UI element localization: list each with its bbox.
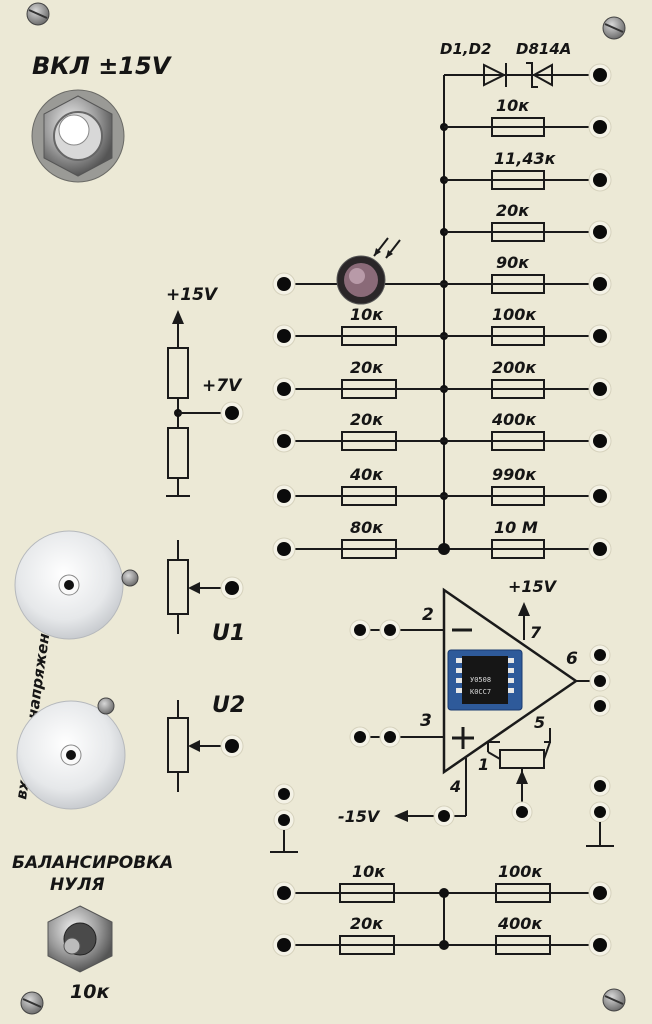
right-resistor-label: 20к (496, 201, 530, 220)
right-resistor-label: 10 М (494, 518, 538, 537)
op-amp-chip: У0508 К0СС7 (447, 649, 523, 711)
left-resistor-label: 80к (350, 518, 384, 537)
vplus-label: +15V (508, 577, 558, 596)
pot-label-u1: U1 (212, 621, 245, 646)
right-row-6: 200к (284, 358, 612, 401)
diode-d1-d2 (480, 63, 510, 87)
bottom-resistor-network: 10к 100к 20к 400к (284, 862, 600, 955)
right-resistor-label: 90к (496, 253, 530, 272)
right-row-4: 90к (284, 253, 612, 296)
jack-diode[interactable] (588, 63, 612, 87)
balance-value: 10к (70, 981, 110, 1003)
potentiometer-u1: U1 (167, 540, 245, 646)
pin-minus: 2 (422, 605, 434, 625)
bottom-resistor-label: 20к (350, 914, 384, 933)
bottom-resistor-label: 100к (498, 862, 543, 881)
power-label: ВКЛ ±15V (32, 52, 173, 80)
vminus-label: -15V (338, 807, 381, 826)
power-toggle-switch[interactable] (31, 89, 125, 183)
right-row-3: 20к (440, 201, 612, 244)
chip-text-2: К0СС7 (470, 688, 491, 696)
balance-label-line2: НУЛЯ (50, 875, 105, 895)
pin-plus: 3 (420, 711, 432, 731)
pin-out: 6 (566, 649, 578, 669)
divider-top-label: +15V (166, 285, 219, 305)
bottom-resistor-label: 10к (352, 862, 386, 881)
pin-1: 1 (478, 755, 489, 774)
knob-input-1[interactable] (14, 530, 139, 640)
screw-top-left (26, 2, 50, 26)
op-amp: 2 3 6 +15V 7 4 -15V 1 5 (338, 577, 600, 826)
right-resistor-label: 100к (492, 305, 537, 324)
right-resistor-rows: 10к 11,43к 20к 90к 100к (284, 96, 612, 561)
pin-vminus: 4 (449, 777, 461, 796)
right-resistor-label: 990к (492, 465, 537, 484)
left-resistor-rows: 10к 20к 20к 40к 80к (341, 305, 450, 559)
divider-tap-label: +7V (202, 376, 243, 396)
right-row-7: 400к (284, 410, 612, 453)
left-resistor-label: 40к (349, 465, 384, 484)
screw-bottom-left (20, 991, 44, 1015)
left-resistor-label: 20к (350, 358, 384, 377)
pin-5: 5 (534, 713, 545, 732)
pin-vplus: 7 (530, 623, 542, 642)
right-row-2: 11,43к (440, 149, 612, 192)
diodes-label: D1,D2 (440, 40, 491, 58)
photodiode (336, 237, 401, 305)
left-resistor-label: 20к (350, 410, 384, 429)
knob-input-2[interactable] (16, 697, 126, 810)
op-amp-jacks[interactable] (273, 619, 611, 831)
left-jacks[interactable] (272, 272, 296, 561)
zero-balance-knob[interactable] (47, 905, 113, 973)
balance-label-line1: БАЛАНСИРОВКА (12, 853, 173, 873)
right-resistor-label: 200к (492, 358, 537, 377)
screw-bottom-right (602, 988, 626, 1012)
right-resistor-label: 10к (496, 96, 530, 115)
zener-label: D814A (516, 40, 571, 58)
voltage-divider: +15V +7V (166, 285, 244, 497)
zener-d814a (510, 62, 555, 88)
bottom-resistor-label: 400к (497, 914, 543, 933)
right-resistor-label: 11,43к (494, 149, 557, 168)
potentiometer-u2: U2 (167, 693, 245, 792)
ground-symbols (270, 822, 614, 853)
chip-text-1: У0508 (470, 676, 491, 684)
right-row-5: 100к (284, 305, 612, 348)
pot-label-u2: U2 (212, 693, 245, 718)
right-row-1: 10к (440, 96, 612, 139)
bottom-jacks[interactable] (272, 881, 612, 957)
right-resistor-label: 400к (491, 410, 537, 429)
left-resistor-label: 10к (350, 305, 384, 324)
right-row-8: 990к (284, 465, 612, 508)
screw-top-right (602, 16, 626, 40)
